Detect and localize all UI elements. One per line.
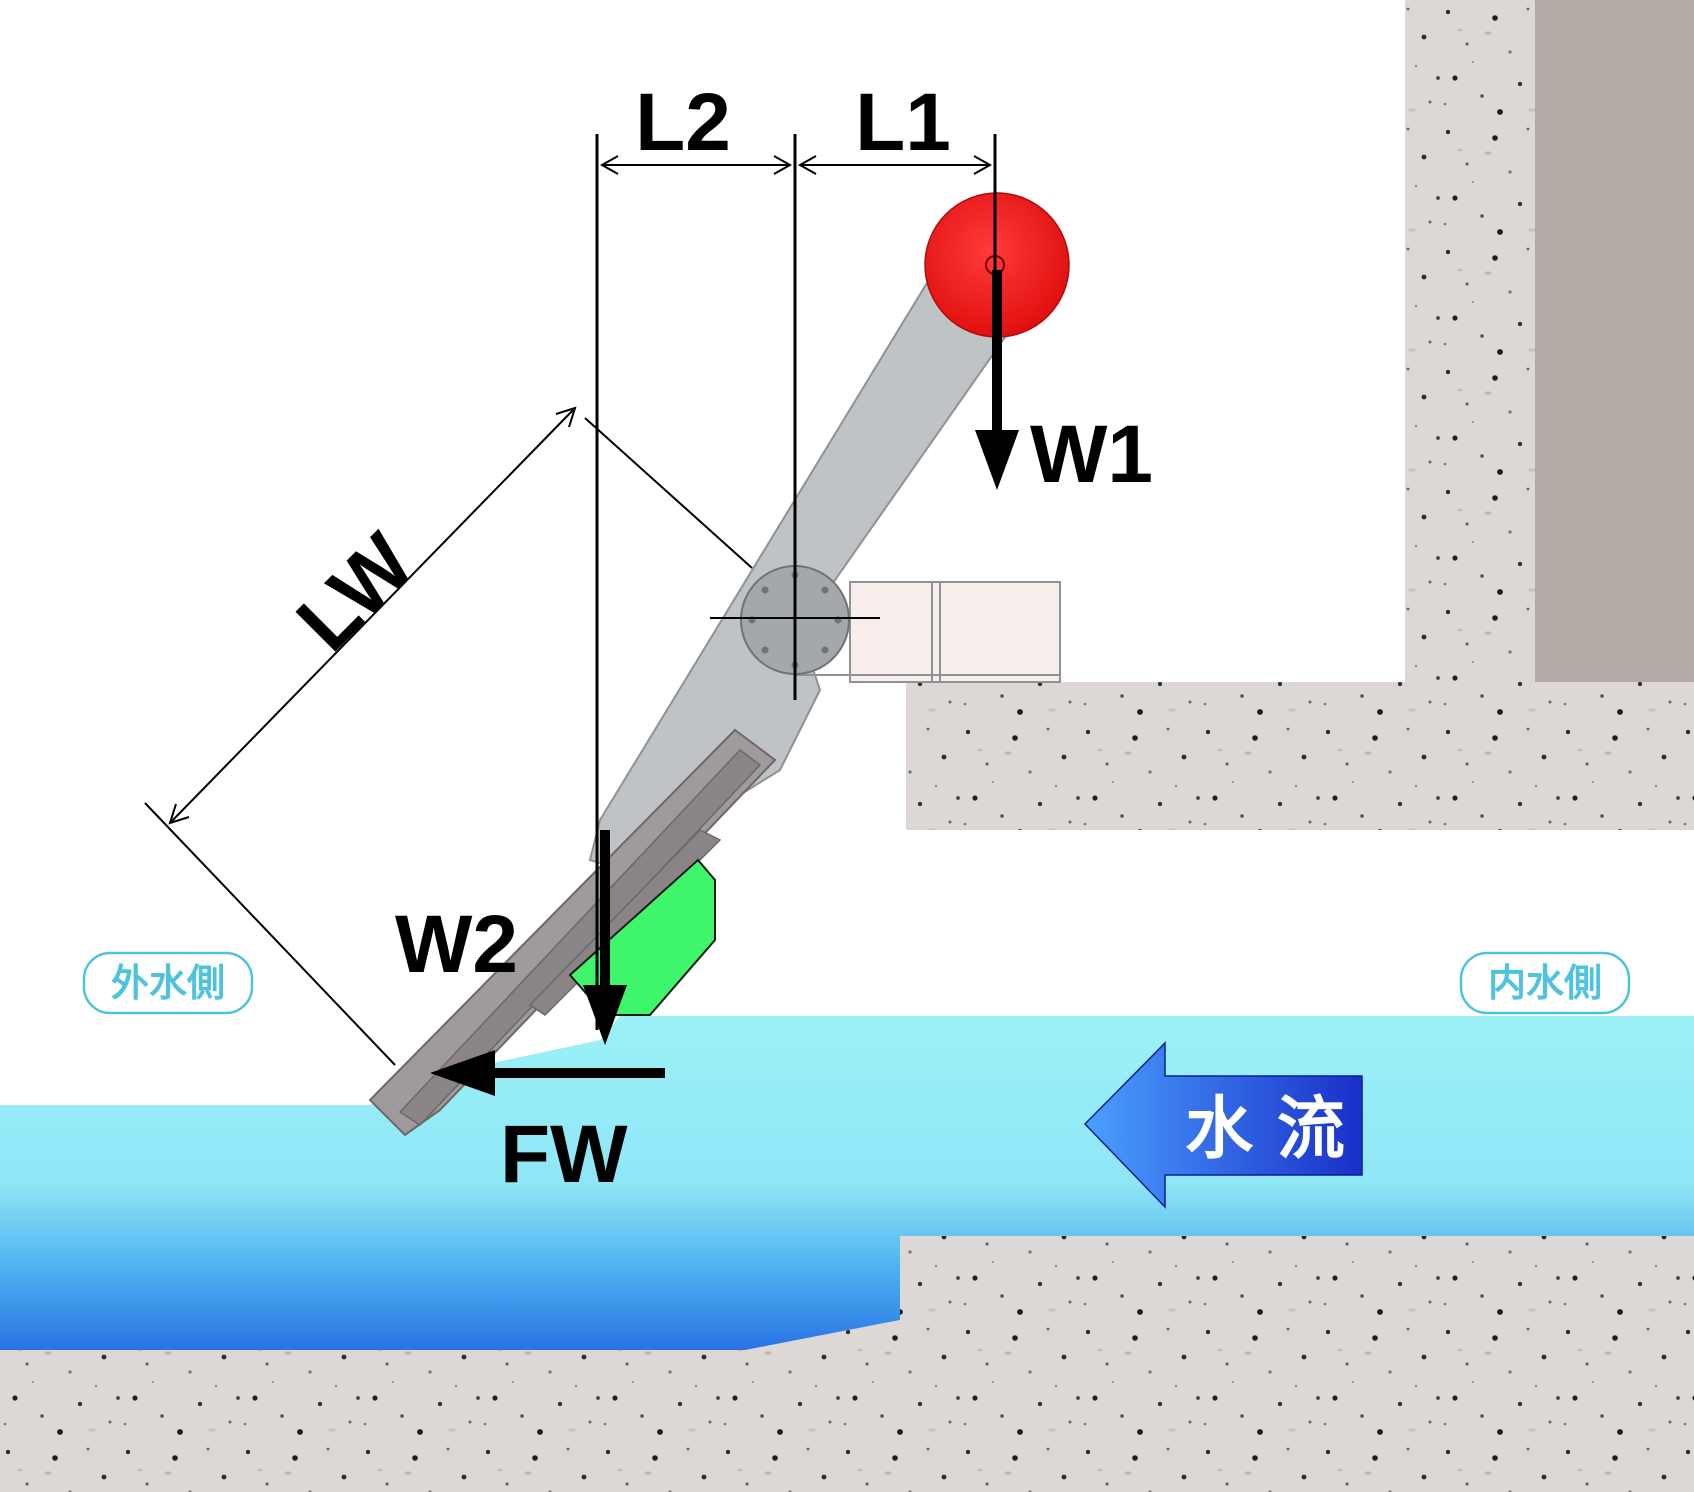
left-arrow-icon [1083, 1041, 1363, 1209]
outer-side-label: 外水側 [111, 961, 225, 1005]
dimension-lw [144, 406, 753, 1066]
bolt [821, 586, 829, 594]
label-fw: FW [500, 1109, 628, 1200]
label-l2: L2 [635, 77, 731, 168]
bolt [821, 646, 829, 654]
outer-side-badge: 外水側 [82, 951, 254, 1015]
lower-concrete-floor [0, 1236, 1694, 1492]
label-w2: W2 [395, 899, 518, 990]
hinge-bracket [795, 581, 1061, 683]
dimension-l1 [797, 155, 993, 175]
label-l1: L1 [855, 77, 951, 168]
bolt [761, 586, 769, 594]
upper-concrete-slab [906, 682, 1694, 830]
dimension-l2 [599, 155, 793, 175]
force-arrow-w1 [975, 270, 1019, 490]
water-flow-label: 水 流 [1185, 1090, 1345, 1169]
gate-leaf-edge [398, 748, 762, 1126]
force-arrow-w2 [583, 830, 627, 1045]
right-wall-strip [1535, 0, 1694, 682]
bolt [761, 646, 769, 654]
inner-side-label: 内水側 [1488, 961, 1602, 1005]
label-w1: W1 [1030, 409, 1153, 500]
force-arrow-fw [430, 1050, 665, 1096]
inner-side-badge: 内水側 [1459, 951, 1631, 1015]
